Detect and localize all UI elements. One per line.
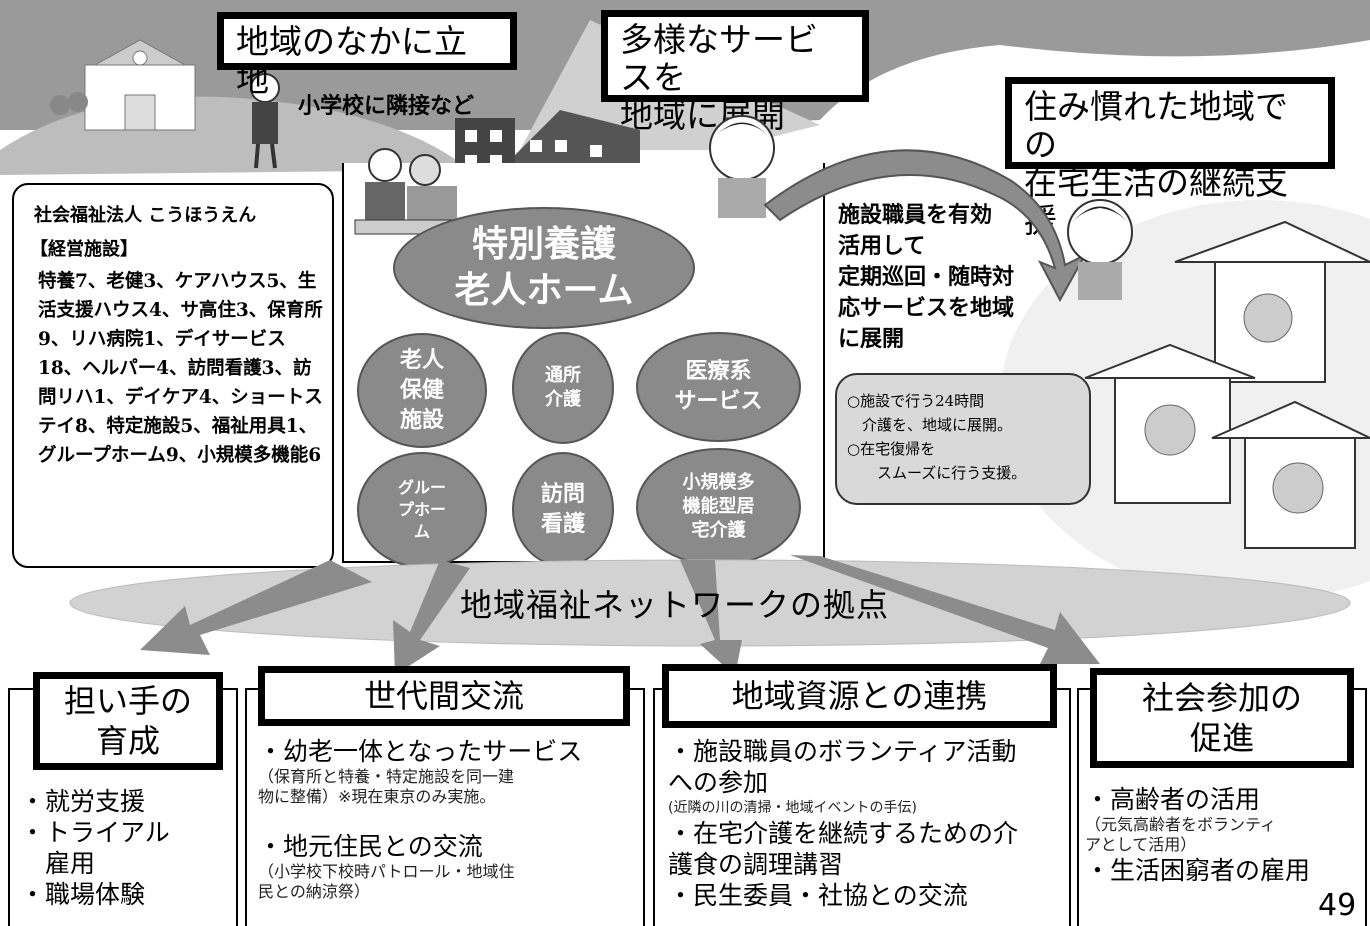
distribution-arrows bbox=[140, 555, 1100, 676]
service-oval-medical: 医療系 サービス bbox=[636, 332, 801, 442]
list-item: ・就労支援 bbox=[20, 787, 146, 816]
list-item-note: (近隣の川の清掃・地域イベントの手伝) bbox=[668, 800, 917, 816]
section-title-participation: 社会参加の 促進 bbox=[1090, 668, 1354, 768]
person-icon bbox=[1067, 199, 1133, 300]
section-title-workforce: 担い手の 育成 bbox=[33, 672, 223, 770]
section-list-resources: ・施設職員のボランティア活動 への参加 (近隣の川の清掃・地域イベントの手伝) … bbox=[668, 736, 1063, 911]
list-item-note: （保育所と特養・特定施設を同一建 物に整備）※現在東京のみ実施。 bbox=[258, 767, 515, 806]
callout-support: 住み慣れた地域での 在宅生活の継続支援 bbox=[1005, 77, 1335, 240]
facilities-heading: 【経営施設】 bbox=[30, 239, 138, 260]
bubble-line-3: ○在宅復帰を bbox=[847, 440, 936, 458]
bubble-line-1: ○施設で行う24時間 bbox=[847, 392, 985, 410]
corporation-name: 社会福祉法人 こうほうえん bbox=[34, 205, 257, 226]
section-box-intergenerational bbox=[245, 688, 645, 926]
network-label: 地域福祉ネットワークの拠点 bbox=[460, 586, 890, 624]
callout-location: 地域のなかに立地 bbox=[217, 12, 517, 99]
school-illustration bbox=[50, 39, 196, 131]
list-item: ・幼老一体となったサービス bbox=[258, 737, 583, 766]
facilities-list: 特養7、老健3、ケアハウス5、生活支援ハウス4、サ高住3、保育所9、リハ病院1、… bbox=[38, 271, 323, 466]
staff-utilization-text: 施設職員を有効 活用して 定期巡回・随時対 応サービスを地域 に展開 bbox=[838, 202, 1015, 352]
service-oval-small-multi-function: 小規模多 機能型居 宅介護 bbox=[636, 448, 801, 566]
section-title-resources: 地域資源との連携 bbox=[662, 664, 1057, 728]
curved-arrow-icon bbox=[763, 149, 1088, 303]
section-list-intergenerational: ・幼老一体となったサービス （保育所と特養・特定施設を同一建 物に整備）※現在東… bbox=[258, 736, 638, 902]
elderly-face-icon bbox=[1243, 293, 1293, 343]
elderly-face-icon bbox=[1144, 404, 1196, 456]
elderly-face-icon bbox=[1272, 462, 1324, 514]
house-icon bbox=[1211, 400, 1370, 549]
service-oval-day-care: 通所 介護 bbox=[512, 332, 614, 444]
list-item: ・生活困窮者の雇用 bbox=[1085, 856, 1311, 885]
house-icon bbox=[1084, 343, 1256, 504]
list-item: ・職場体験 bbox=[20, 880, 146, 909]
list-item: ・在宅介護を継続するための介 護食の調理講習 bbox=[668, 819, 1019, 879]
house-icon bbox=[1174, 220, 1370, 383]
list-item-note: （元気高齢者をボランティ アとして活用） bbox=[1085, 815, 1277, 854]
bubble-line-2: 介護を、地域に展開。 bbox=[847, 416, 1013, 434]
corporation-box: 社会福祉法人 こうほうえん 【経営施設】 特養7、老健3、ケアハウス5、生活支援… bbox=[12, 183, 334, 568]
speech-bubble: ○施設で行う24時間 介護を、地域に展開。 ○在宅復帰を スムーズに行う支援。 bbox=[835, 373, 1091, 505]
list-item: ・施設職員のボランティア活動 への参加 bbox=[668, 737, 1017, 797]
list-item: ・民生委員・社協との交流 bbox=[668, 881, 968, 910]
service-oval-elderly-health-facility: 老人 保健 施設 bbox=[357, 333, 487, 448]
section-title-intergenerational: 世代間交流 bbox=[258, 666, 630, 726]
callout-services-line1: 多様なサービスを bbox=[620, 20, 818, 97]
list-item: ・地元住民との交流 bbox=[258, 832, 483, 861]
list-item: ・トライアル 雇用 bbox=[20, 818, 170, 878]
section-list-participation: ・高齢者の活用 （元気高齢者をボランティ アとして活用） ・生活困窮者の雇用 bbox=[1085, 784, 1355, 886]
callout-support-line1: 住み慣れた地域での bbox=[1024, 87, 1288, 164]
list-item: ・高齢者の活用 bbox=[1085, 785, 1261, 814]
section-list-workforce: ・就労支援 ・トライアル 雇用 ・職場体験 bbox=[20, 786, 230, 910]
list-item-note: （小学校下校時パトロール・地域住 民との納涼祭） bbox=[258, 862, 515, 901]
bubble-line-4: スムーズに行う支援。 bbox=[847, 464, 1027, 482]
child-illustration bbox=[250, 73, 280, 169]
person-icon bbox=[709, 115, 775, 218]
main-oval-nursing-home: 特別養護 老人ホーム bbox=[393, 207, 695, 329]
school-caption: 小学校に隣接など bbox=[298, 93, 475, 119]
page-number: 49 bbox=[1318, 888, 1357, 923]
